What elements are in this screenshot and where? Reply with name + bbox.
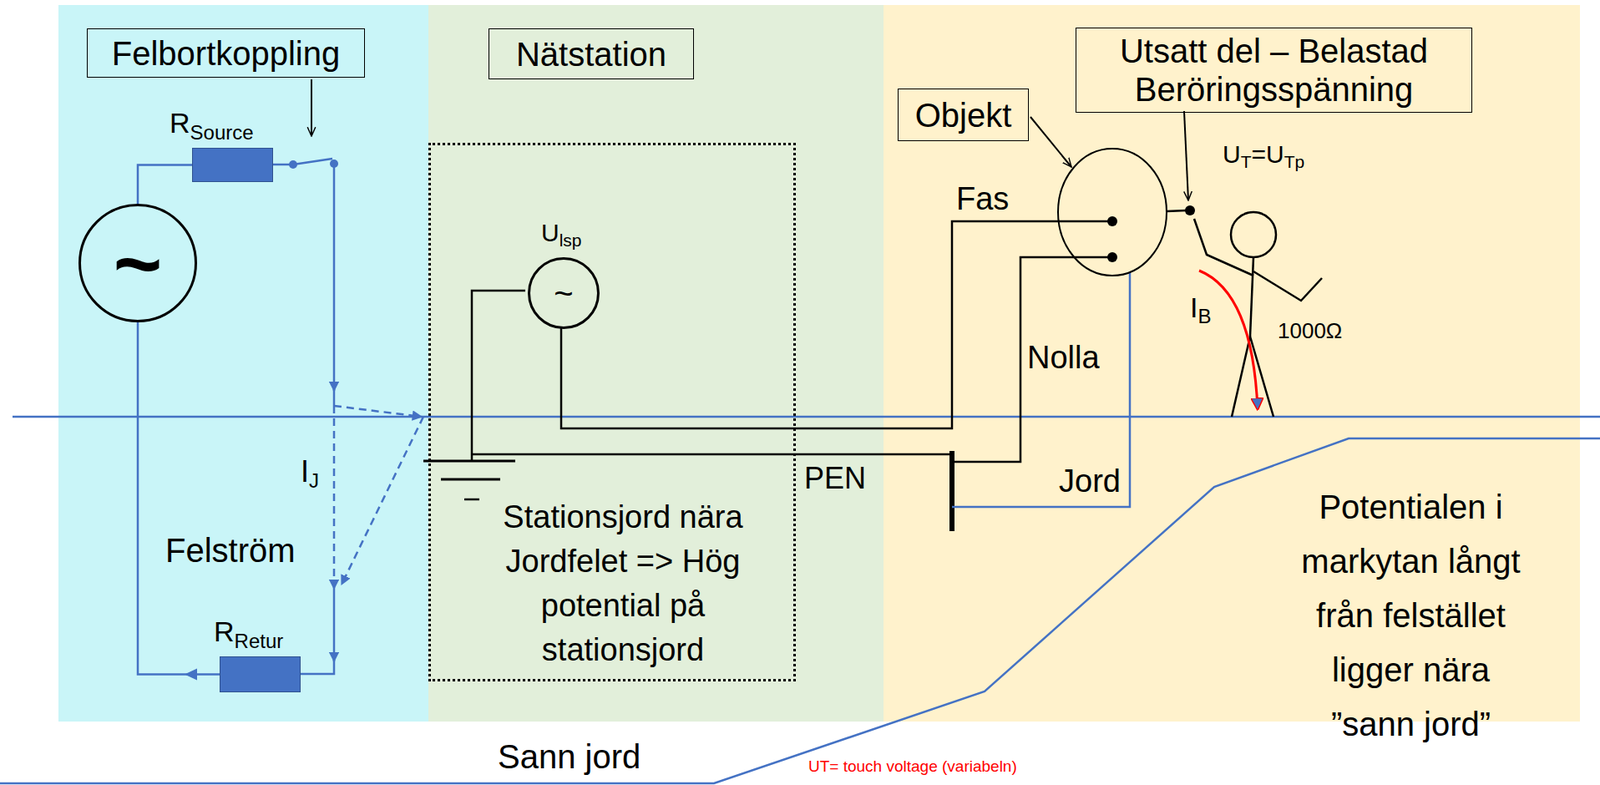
connector — [137, 165, 193, 205]
station-panel — [428, 5, 884, 722]
terminal — [1107, 252, 1118, 263]
station-boundary: Stationsjord nära Jordfelet => Hög poten… — [428, 142, 796, 682]
pen-wire — [471, 453, 952, 456]
person-arm — [1194, 218, 1254, 276]
object-outline — [1058, 148, 1167, 276]
current-label: I — [1189, 291, 1198, 324]
reference-label: Sann jord — [497, 738, 641, 775]
wire-connector — [137, 165, 193, 205]
wire — [333, 389, 336, 406]
label-box: Objekt — [897, 88, 1029, 142]
source-symbol: ~ — [113, 221, 163, 305]
pen-bar — [949, 450, 955, 532]
resistance-value: 1000Ω — [1277, 318, 1342, 344]
fault-current-arrow — [333, 588, 336, 662]
potential-curve — [0, 438, 1600, 784]
callout-box: Utsatt del – Belastad Beröringsspänning — [1075, 27, 1473, 113]
fault-current-arrow — [333, 163, 336, 391]
exposed-part — [1166, 210, 1187, 212]
voltage-label: =U — [1251, 140, 1285, 168]
resistor-label: R — [213, 615, 235, 648]
earth-current-arrow — [334, 405, 422, 417]
conductor-label: PEN — [804, 461, 866, 496]
ground-symbol — [464, 498, 480, 502]
ac-source: ~ — [78, 203, 198, 323]
conductor-label: Nolla — [1027, 339, 1100, 375]
box-title: Objekt — [915, 96, 1013, 135]
conductor-label: Fas — [956, 181, 1009, 217]
voltage-label: U — [1222, 140, 1241, 168]
ground-surface — [12, 415, 1600, 419]
person-body — [1250, 257, 1254, 337]
conductor-label: PEN — [804, 460, 866, 496]
resistor-label: R — [169, 106, 191, 139]
terminal — [1107, 216, 1118, 227]
source-label: Ulsp — [541, 218, 583, 250]
current-label: IJ — [300, 455, 319, 493]
current-label: B — [1197, 304, 1211, 328]
resistor-symbol: RRetur — [219, 656, 301, 693]
voltage-source: ~Ulsp — [527, 257, 600, 330]
arrow-head — [184, 668, 198, 681]
leader-arrow — [1184, 111, 1189, 201]
box-title: Nätstation — [516, 35, 667, 74]
note-text: Potentialen i markytan långt från felstä… — [1291, 483, 1530, 755]
annotation-note: UT= touch voltage (variabeln) — [808, 758, 1018, 776]
ground-symbol — [440, 478, 501, 482]
resistor-label: RRetur — [213, 616, 284, 653]
person-arm — [1253, 271, 1322, 301]
reference-label: Sann jord — [497, 738, 641, 775]
body-current-arrow — [1199, 270, 1258, 410]
fault-current-label: Felström — [165, 531, 296, 569]
connector — [137, 322, 220, 681]
person-legs — [1231, 336, 1274, 417]
leader-arrow — [310, 79, 313, 137]
switch-blade — [293, 158, 333, 165]
callout-text: Utsatt del – Belastad Beröringsspänning — [1084, 31, 1464, 109]
conductor-label: Nolla — [1027, 340, 1100, 376]
source-symbol: ~ — [553, 276, 573, 310]
neutral-wire — [951, 257, 1113, 462]
resistor-label: RSource — [169, 107, 254, 144]
conductor-label: Jord — [1058, 464, 1121, 500]
exposed-part — [1184, 205, 1195, 216]
leader-arrow — [1030, 116, 1072, 168]
conductor-label: Jord — [1058, 463, 1121, 499]
station-note: Stationsjord nära Jordfelet => Hög poten… — [472, 495, 774, 673]
resistor-label: Source — [190, 121, 254, 144]
person-head — [1230, 212, 1276, 258]
voltage-label: T — [1240, 151, 1252, 172]
box-title: Felbortkoppling — [111, 34, 341, 73]
earth-current-arrow — [333, 405, 336, 589]
current-label: I — [300, 454, 309, 489]
label-box: Felbortkoppling — [86, 28, 365, 78]
conductor-label: Fas — [956, 182, 1009, 218]
voltage-label: UT=UTp — [1222, 140, 1305, 172]
ground-symbol — [423, 460, 516, 463]
earth-wire — [951, 272, 1130, 507]
annotation-note: UT= touch voltage (variabeln) — [808, 757, 1018, 775]
current-label: IB — [1189, 292, 1211, 329]
wire — [471, 290, 526, 461]
wire-connector — [137, 322, 220, 675]
phase-wire — [561, 221, 1113, 429]
resistor-label: Retur — [234, 629, 284, 653]
note-text: Potentialen i markytan långt från felstä… — [1301, 488, 1520, 743]
fault-panel — [58, 5, 429, 722]
current-label: J — [308, 469, 319, 492]
label-box: Nätstation — [488, 28, 694, 80]
fault-current-label: Felström — [165, 531, 296, 569]
source-label: U — [541, 218, 560, 247]
wire — [300, 659, 335, 674]
voltage-label: Tp — [1284, 151, 1306, 172]
resistor-symbol: RSource — [192, 147, 274, 183]
resistance-value: 1000Ω — [1277, 318, 1342, 344]
source-label: lsp — [559, 230, 583, 250]
earth-current-arrow — [341, 416, 424, 585]
